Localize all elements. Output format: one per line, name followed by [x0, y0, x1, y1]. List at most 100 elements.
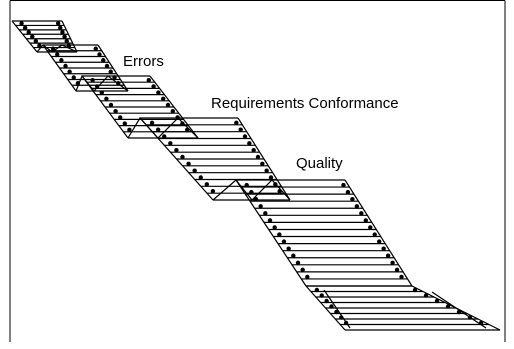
tape-perforation — [156, 90, 161, 95]
tape-perforation — [60, 30, 65, 35]
tail-guide — [323, 289, 351, 329]
tape-perforation — [255, 154, 261, 160]
tape-perforation — [55, 52, 60, 57]
tape-perforation — [363, 218, 368, 223]
tape-perforation — [108, 102, 114, 108]
tape-perforation — [93, 46, 98, 51]
tape-perforation — [334, 309, 339, 315]
label-quality: Quality — [296, 155, 343, 172]
tape-perforation — [390, 260, 395, 265]
tape-perforation — [324, 298, 329, 304]
tape-perforation — [146, 78, 151, 83]
band-right-edge — [344, 179, 413, 287]
tape-perforation — [300, 267, 305, 273]
tape-perforation — [186, 161, 191, 167]
tape-perforation — [319, 293, 324, 298]
tape-perforation — [263, 211, 268, 216]
tape-perforation — [242, 134, 248, 139]
tape-perforation — [122, 121, 128, 126]
tape-perforation — [99, 90, 105, 95]
tape-perforation — [260, 161, 265, 167]
tape-perforation — [267, 218, 273, 223]
label-requirements-conformance: Requirements Conformance — [211, 95, 399, 112]
tape-perforation — [251, 147, 256, 153]
tape-perforation — [305, 274, 310, 280]
tape-perforation — [329, 304, 334, 309]
band-right-edge — [61, 20, 78, 53]
tape-perforation — [101, 58, 106, 63]
tape-perforation — [192, 168, 197, 173]
tape-perforation — [291, 253, 296, 258]
tape-perforation — [354, 204, 360, 209]
tail-guide — [431, 291, 487, 329]
tape-perforation — [63, 63, 68, 69]
tape-perforation — [372, 232, 377, 237]
tape-perforation — [127, 127, 132, 132]
tape-perforation — [286, 246, 291, 251]
tape-perforation — [62, 34, 67, 39]
diagram-frame — [9, 0, 506, 342]
label-errors: Errors — [123, 53, 164, 70]
tape-perforation — [170, 109, 175, 114]
tape-perforation — [394, 267, 400, 273]
tape-perforation — [165, 102, 171, 108]
tape-perforation — [155, 127, 161, 132]
tape-perforation — [445, 304, 451, 309]
tape-perforation — [113, 109, 118, 114]
tape-perforation — [26, 30, 31, 35]
tape-perforation — [161, 96, 166, 102]
tape-perforation — [264, 168, 269, 173]
tape-perforation — [174, 147, 179, 153]
tape-perforation — [19, 21, 24, 26]
tape-perforation — [399, 274, 404, 280]
tape-perforation — [268, 175, 274, 180]
tape-perforation — [244, 182, 249, 188]
tape-perforation — [108, 69, 113, 74]
tape-perforation — [341, 182, 346, 188]
tape-perforation — [249, 189, 254, 195]
tape-perforation — [281, 239, 287, 244]
tape-fold — [75, 74, 129, 92]
tape-perforation — [104, 96, 109, 102]
tape-perforation — [247, 141, 252, 146]
tape-perforation — [58, 25, 63, 31]
tape-perforation — [377, 239, 382, 244]
tape-perforation — [345, 189, 351, 195]
tape-perforation — [423, 293, 429, 298]
tape-perforation — [90, 78, 95, 83]
tape-perforation — [37, 43, 42, 48]
tape-perforation — [253, 197, 259, 202]
tape-perforation — [168, 141, 173, 146]
tape-perforation — [385, 253, 391, 258]
tape-perforation — [162, 134, 167, 139]
tape-perforation — [104, 63, 110, 69]
band-left-edge — [235, 179, 307, 287]
tape-perforation — [234, 120, 239, 126]
tape-perforation — [71, 75, 76, 80]
tape-perforation — [350, 197, 355, 202]
tape-perforation — [204, 182, 210, 187]
tape-perforation — [314, 287, 320, 293]
tape-perforation — [272, 225, 277, 230]
tape-perforation — [180, 154, 185, 160]
tape-fold — [36, 44, 78, 53]
tape-perforation — [210, 188, 216, 194]
tape-perforation — [368, 225, 373, 230]
tape-perforation — [258, 204, 263, 209]
tape-perforation — [151, 84, 156, 89]
tape-perforation — [412, 287, 418, 293]
tape-fold — [212, 179, 291, 201]
tape-perforation — [22, 25, 28, 31]
tape-perforation — [33, 38, 39, 44]
tape-perforation — [59, 58, 64, 63]
band-left-edge — [11, 20, 38, 53]
tape-perforation — [198, 175, 203, 180]
tape-perforation — [67, 69, 72, 74]
tape-perforation — [118, 115, 123, 120]
tape-perforation — [238, 127, 243, 132]
tape-perforation — [277, 232, 282, 237]
tape-perforation — [95, 84, 100, 89]
tape-fold — [127, 116, 199, 139]
tape-perforation — [55, 21, 61, 26]
